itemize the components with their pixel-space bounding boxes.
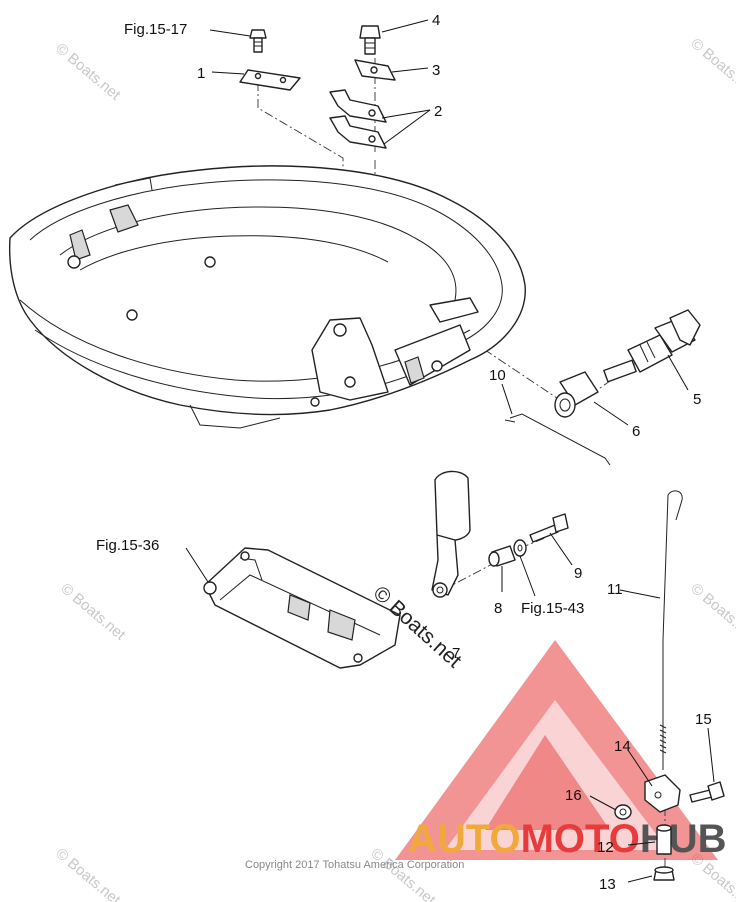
callout-5: 5: [693, 391, 701, 408]
washer: [513, 539, 527, 557]
callout-7: 7: [452, 645, 460, 662]
watermark: © Boats.net: [52, 40, 124, 104]
callout-6: 6: [632, 423, 640, 440]
callout-2: 2: [434, 103, 442, 120]
part-12-sleeve: [656, 824, 672, 855]
callout-fig-15-17: Fig.15-17: [124, 21, 187, 38]
callout-1: 1: [197, 65, 205, 82]
callout-15: 15: [695, 711, 712, 728]
callout-11: 11: [607, 581, 623, 598]
part-14-block: [644, 774, 681, 813]
automotohub-logo: AUTOMOTOHUB: [395, 640, 727, 861]
callout-labels: Fig.15-17 1 4 3 2 5 6 10 Fig.15-36 9 8 F…: [96, 12, 712, 893]
part-10-rod: [504, 413, 611, 466]
watermark: © Boats.net: [57, 580, 129, 644]
callout-12: 12: [597, 839, 614, 856]
part-2-clips: [329, 89, 387, 149]
fig-15-17-bolt: [249, 29, 267, 53]
logo-auto: AUTO: [408, 817, 521, 861]
svg-text:AUTOMOTOHUB: AUTOMOTOHUB: [408, 817, 727, 861]
part-1-plate: [239, 69, 301, 91]
part-11-rod: [659, 490, 683, 770]
logo-moto: MOTO: [521, 817, 640, 861]
part-7-lever: [431, 470, 471, 598]
part-9-bolt: [529, 513, 569, 543]
fig-15-36-bracket: [203, 547, 401, 669]
callout-9: 9: [574, 565, 582, 582]
callout-13: 13: [599, 876, 616, 893]
leader-lines: [185, 19, 715, 883]
watermark: © Boats.net: [687, 580, 736, 644]
part-15-screw: [689, 781, 725, 803]
callout-8: 8: [494, 600, 502, 617]
callout-14: 14: [614, 738, 631, 755]
callout-fig-15-43: Fig.15-43: [521, 600, 584, 617]
logo-triangle-core: [485, 735, 610, 830]
part-13-nut: [653, 866, 675, 881]
callout-4: 4: [432, 12, 440, 29]
watermark: © Boats.net: [687, 35, 736, 99]
callout-3: 3: [432, 62, 440, 79]
part-16-nut: [614, 804, 632, 820]
part-6-knob: [554, 371, 599, 418]
logo-hub: HUB: [640, 817, 727, 861]
part-4-bolt: [359, 25, 381, 55]
callout-10: 10: [489, 367, 506, 384]
part-3-clip: [354, 59, 396, 81]
callout-fig-15-36: Fig.15-36: [96, 537, 159, 554]
part-5-lock: [603, 309, 701, 383]
part-8-collar: [488, 545, 516, 567]
copyright-text: Copyright 2017 Tohatsu America Corporati…: [245, 859, 464, 871]
watermark: © Boats.net: [52, 845, 124, 902]
bottom-cowling: [8, 165, 526, 429]
callout-16: 16: [565, 787, 582, 804]
